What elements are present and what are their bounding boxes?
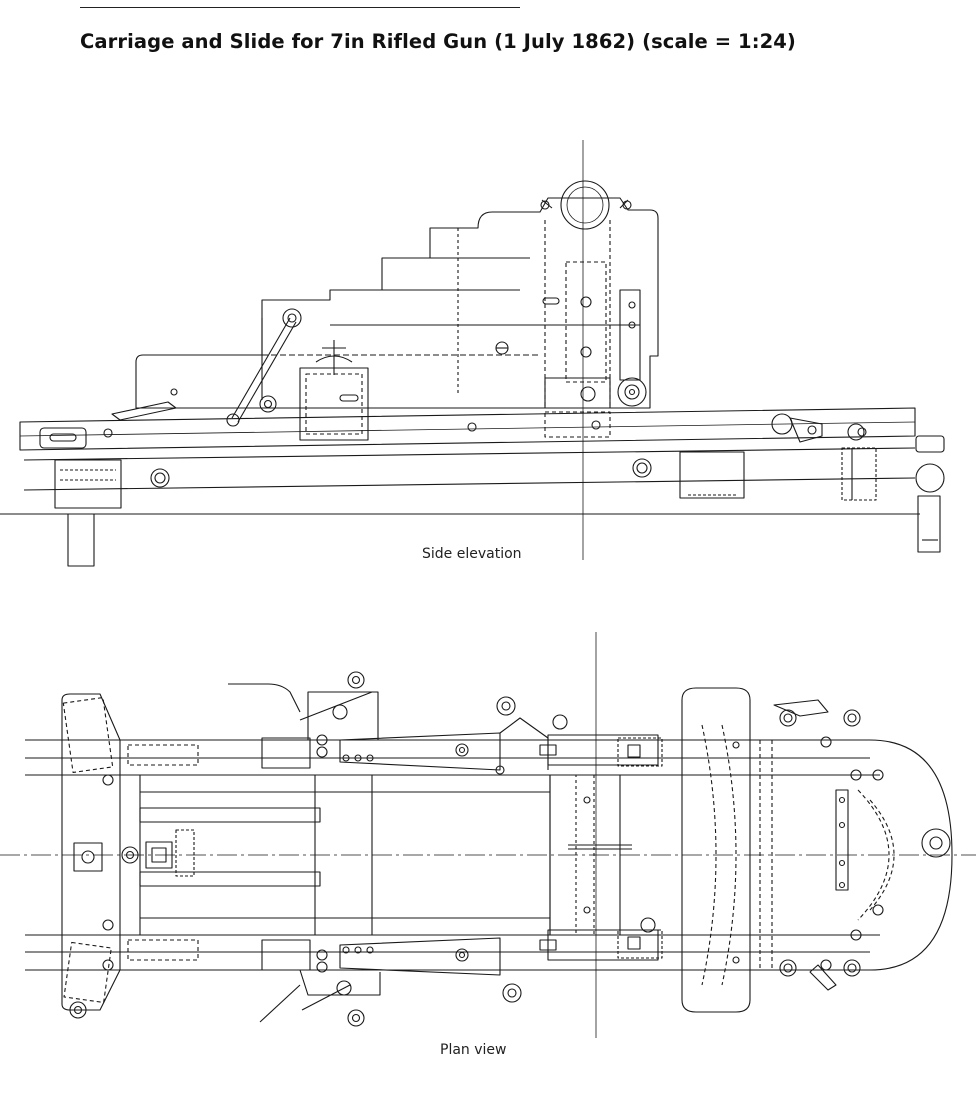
side-elevation-caption: Side elevation (422, 546, 522, 562)
top-rule (80, 7, 520, 8)
side-elevation-drawing (0, 140, 945, 567)
plan-view-caption: Plan view (440, 1042, 507, 1058)
page-title: Carriage and Slide for 7in Rifled Gun (1… (80, 30, 796, 53)
plan-view-drawing (0, 632, 976, 1038)
